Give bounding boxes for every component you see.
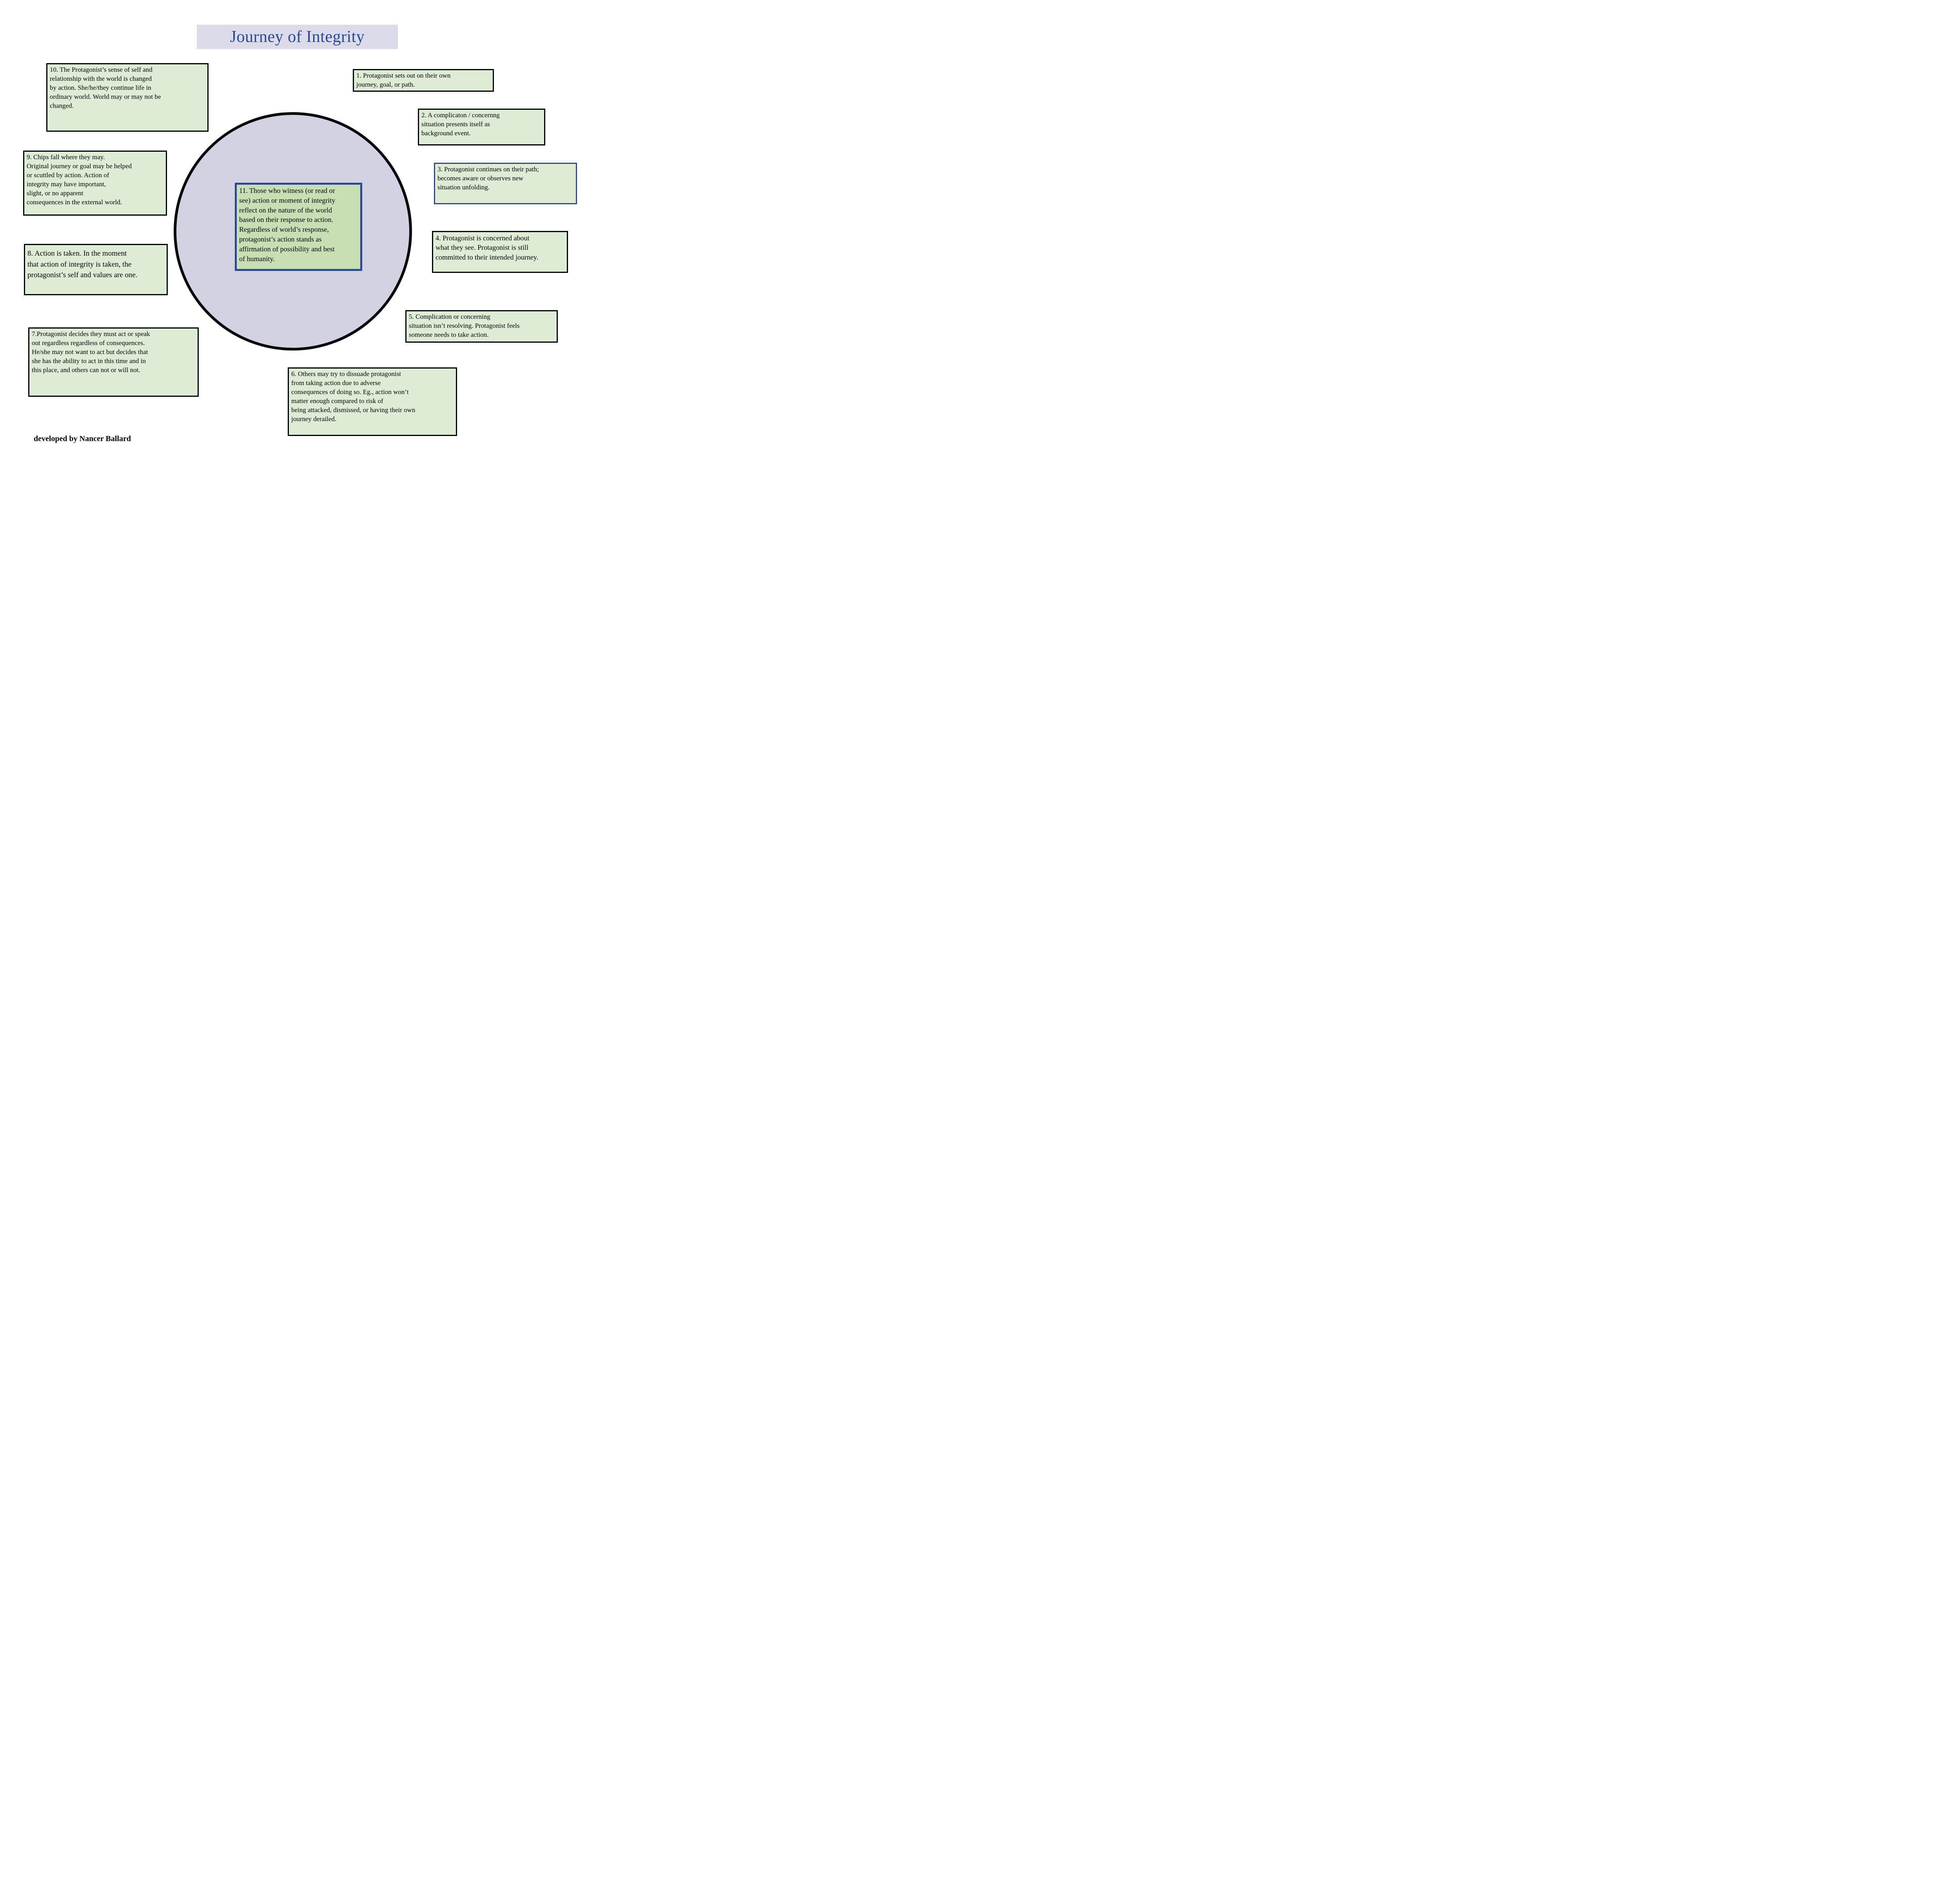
step-box-2: 2. A complicaton / concernng situation p…	[418, 109, 545, 145]
step-box-1: 1. Protagonist sets out on their own jou…	[353, 69, 494, 92]
author-credit: developed by Nancer Ballard	[34, 434, 131, 443]
step-box-7: 7.Protagonist decides they must act or s…	[28, 327, 199, 397]
step-box-11-center: 11. Those who witness (or read or see) a…	[235, 183, 362, 271]
step-box-8: 8. Action is taken. In the moment that a…	[24, 244, 168, 295]
title-banner: Journey of Integrity	[197, 25, 398, 49]
journey-of-integrity-diagram: Journey of Integrity 10. The Protagonist…	[0, 0, 588, 470]
step-box-6: 6. Others may try to dissuade protagonis…	[288, 367, 457, 436]
step-box-5: 5. Complication or concerning situation …	[405, 310, 558, 343]
step-box-3: 3. Protagonist continues on their path; …	[434, 163, 577, 204]
page-title: Journey of Integrity	[230, 28, 365, 46]
step-box-4: 4. Protagonist is concerned about what t…	[432, 231, 568, 273]
step-box-10: 10. The Protagonist’s sense of self and …	[46, 63, 209, 132]
step-box-9: 9. Chips fall where they may. Original j…	[23, 151, 167, 216]
